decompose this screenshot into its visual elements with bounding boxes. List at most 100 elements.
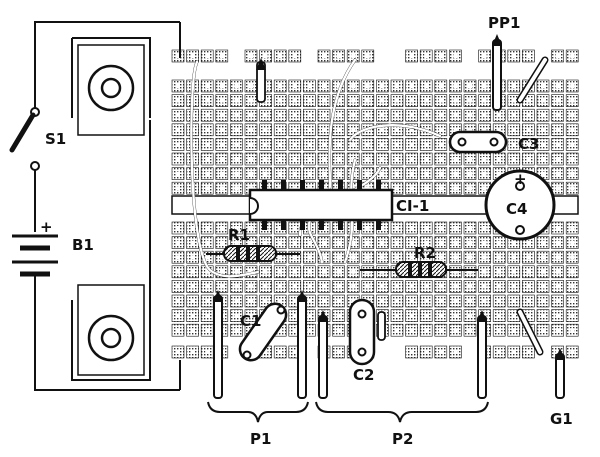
pad-hole [555,350,560,354]
pad-hole [234,269,239,274]
pad-hole [249,284,253,289]
pad-hole [292,84,297,88]
pad-hole [555,255,560,260]
battery-b1 [12,234,58,286]
pad-hole [570,350,575,354]
pad-hole [468,113,472,118]
pad-hole [219,186,224,191]
pad-hole [526,240,531,245]
pad-hole [292,284,297,289]
ic-pin [357,180,362,190]
pad-hole [292,113,297,118]
pad-hole [278,142,283,147]
pad-hole [176,157,180,161]
pad-hole [205,299,210,303]
pad-hole [409,284,414,289]
perfboard-pad-grid [171,49,579,359]
pad-hole [336,157,341,161]
pad-hole [555,98,560,103]
pad-hole [438,255,443,260]
pad-hole [336,171,341,176]
pad-hole [292,171,297,176]
pad-hole [555,186,560,191]
pad-hole [278,328,283,333]
pad-hole [453,226,458,230]
pad-hole [541,127,545,132]
pad-hole [570,186,575,191]
pad-hole [453,113,458,118]
pad-hole [555,328,560,333]
pad-hole [526,350,531,354]
ic-pin [338,180,343,190]
pad-hole [511,98,516,103]
pad-hole [541,113,545,118]
label-g1: G1 [550,410,573,428]
pad-hole [570,98,575,103]
pad-hole [438,84,443,88]
pad-hole [190,240,195,245]
pad-hole [307,157,312,161]
pad-hole [365,54,370,58]
pad-hole [511,113,516,118]
ic-pin [281,180,286,190]
pad-hole [424,157,429,161]
label-c4: C4 [506,200,527,218]
pad-hole [511,255,516,260]
pad-hole [365,157,370,161]
pad-hole [249,299,253,303]
pad-hole [555,313,560,318]
pad-hole [351,127,356,132]
pad-hole [526,54,531,58]
pad-hole [497,171,502,176]
pad-hole [278,226,283,230]
pad-hole [438,98,443,103]
pad-hole [292,313,297,318]
ic-pin [300,180,305,190]
label-battery-plus: + [40,218,53,236]
pad-hole [365,186,370,191]
pad-hole [424,284,429,289]
pad-hole [292,127,297,132]
ic-pin [376,180,381,190]
pad-hole [190,284,195,289]
pad-hole [497,299,502,303]
pad-hole [541,157,545,161]
pad-hole [278,54,283,58]
pad-hole [336,127,341,132]
pad-hole [190,328,195,333]
pad-hole [292,240,297,245]
pad-hole [395,98,399,103]
pad-hole [219,171,224,176]
pad-hole [570,328,575,333]
pad-hole [424,142,429,147]
pad-hole [263,157,268,161]
pad-hole [497,127,502,132]
pad-hole [409,84,414,88]
pad-hole [380,226,385,230]
pad-hole [468,171,472,176]
pad-hole [307,127,312,132]
pad-hole [541,328,545,333]
pad-hole [351,186,356,191]
pad-hole [395,240,399,245]
pad-hole [219,255,224,260]
pad-hole [278,113,283,118]
pad-hole [278,157,283,161]
capacitor-c2 [348,298,386,366]
pad-hole [409,313,414,318]
pad-hole [176,113,180,118]
pad-hole [263,54,268,58]
pad-hole [176,313,180,318]
pad-hole [336,313,341,318]
pad-hole [511,240,516,245]
pad-hole [278,240,283,245]
pad-hole [307,299,312,303]
pad-hole [380,269,385,274]
pad-hole [278,98,283,103]
pad-hole [438,54,443,58]
pad-hole [555,127,560,132]
pad-hole [219,98,224,103]
pad-hole [292,226,297,230]
pad-hole [292,157,297,161]
pad-hole [380,240,385,245]
